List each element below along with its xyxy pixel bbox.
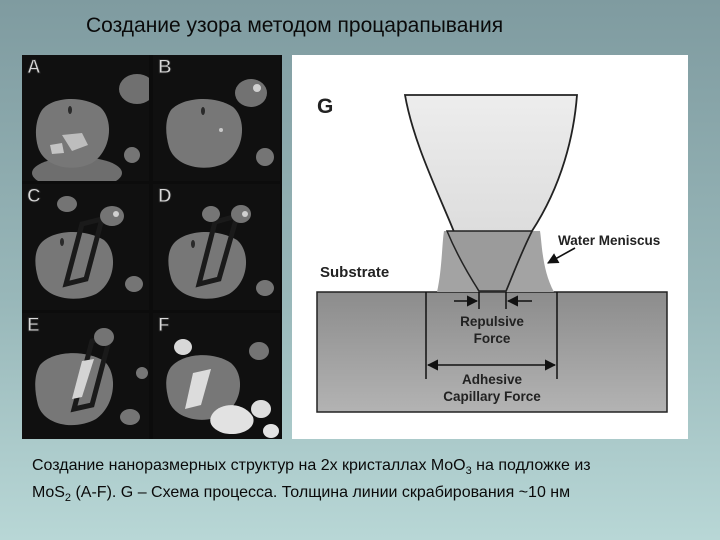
caption-subscript: 2 [64, 492, 72, 505]
afm-image-c [22, 184, 149, 310]
afm-panel-a: A [22, 55, 149, 181]
slide-caption: Создание наноразмерных структур на 2х кр… [32, 455, 692, 509]
afm-image-d [153, 184, 280, 310]
afm-panel-b: B [153, 55, 280, 181]
afm-panel-d: D [153, 184, 280, 310]
afm-panel-c: C [22, 184, 149, 310]
repulsive-force-label-2: Force [474, 331, 511, 346]
afm-image-b [153, 55, 280, 181]
panel-label-a: A [27, 57, 42, 79]
caption-text: (A-F). G – Схема процесса. Толщина линии… [71, 484, 571, 502]
caption-text: MoS [32, 484, 65, 502]
panel-label-d: D [158, 186, 173, 208]
panel-label-c: C [27, 186, 42, 208]
adhesive-force-label-1: Adhesive [462, 372, 523, 387]
caption-line-1: Создание наноразмерных структур на 2х кр… [32, 455, 692, 482]
water-meniscus-label: Water Meniscus [558, 233, 660, 248]
panel-label-e: E [27, 315, 41, 337]
afm-panel-f: F [153, 313, 280, 439]
schematic-svg: G Water Meniscus Substrate Repulsive For… [316, 94, 668, 413]
afm-image-grid: A B C [22, 55, 282, 439]
meniscus-pointer-arrow [547, 247, 576, 264]
panel-label-f: F [158, 315, 171, 337]
caption-text: Создание наноразмерных структур на 2х кр… [32, 457, 466, 474]
caption-subscript: 3 [465, 465, 472, 478]
caption-line-2: MoS2 (A-F). G – Схема процесса. Толщина … [32, 482, 692, 509]
caption-text: на подложке из [471, 457, 591, 474]
adhesive-force-label-2: Capillary Force [443, 389, 541, 404]
substrate-block [316, 291, 668, 413]
panel-label-b: B [158, 57, 173, 79]
panel-label-g: G [317, 95, 333, 118]
process-schematic: G Water Meniscus Substrate Repulsive For… [292, 55, 688, 439]
substrate-label: Substrate [320, 264, 389, 281]
repulsive-force-label-1: Repulsive [460, 314, 524, 329]
afm-image-f [153, 313, 280, 439]
slide-title: Создание узора методом процарапывания [86, 14, 504, 37]
afm-image-e [22, 313, 149, 439]
afm-image-a [22, 55, 149, 181]
afm-panel-e: E [22, 313, 149, 439]
